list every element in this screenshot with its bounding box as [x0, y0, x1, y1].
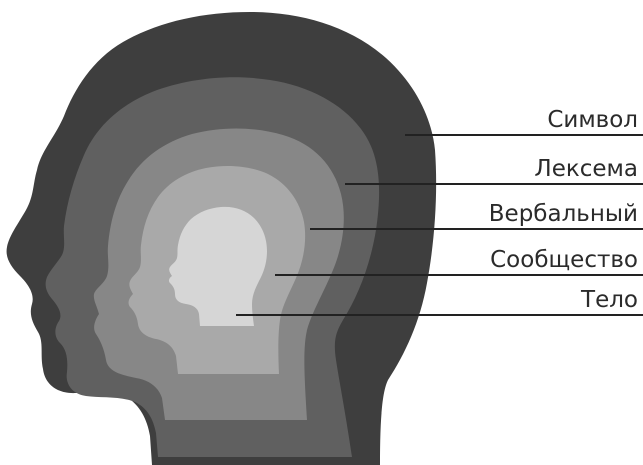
head-silhouettes: [6, 12, 437, 465]
label-body: Тело: [580, 287, 638, 313]
label-verbal: Вербальный: [489, 201, 638, 227]
label-lexeme: Лексема: [534, 156, 638, 182]
layer-labels: Символ Лексема Вербальный Сообщество Тел…: [489, 107, 638, 313]
leader-lines: [236, 134, 643, 316]
label-community: Сообщество: [490, 247, 638, 273]
label-symbol: Символ: [547, 107, 638, 133]
head-layer-body: [168, 206, 267, 326]
